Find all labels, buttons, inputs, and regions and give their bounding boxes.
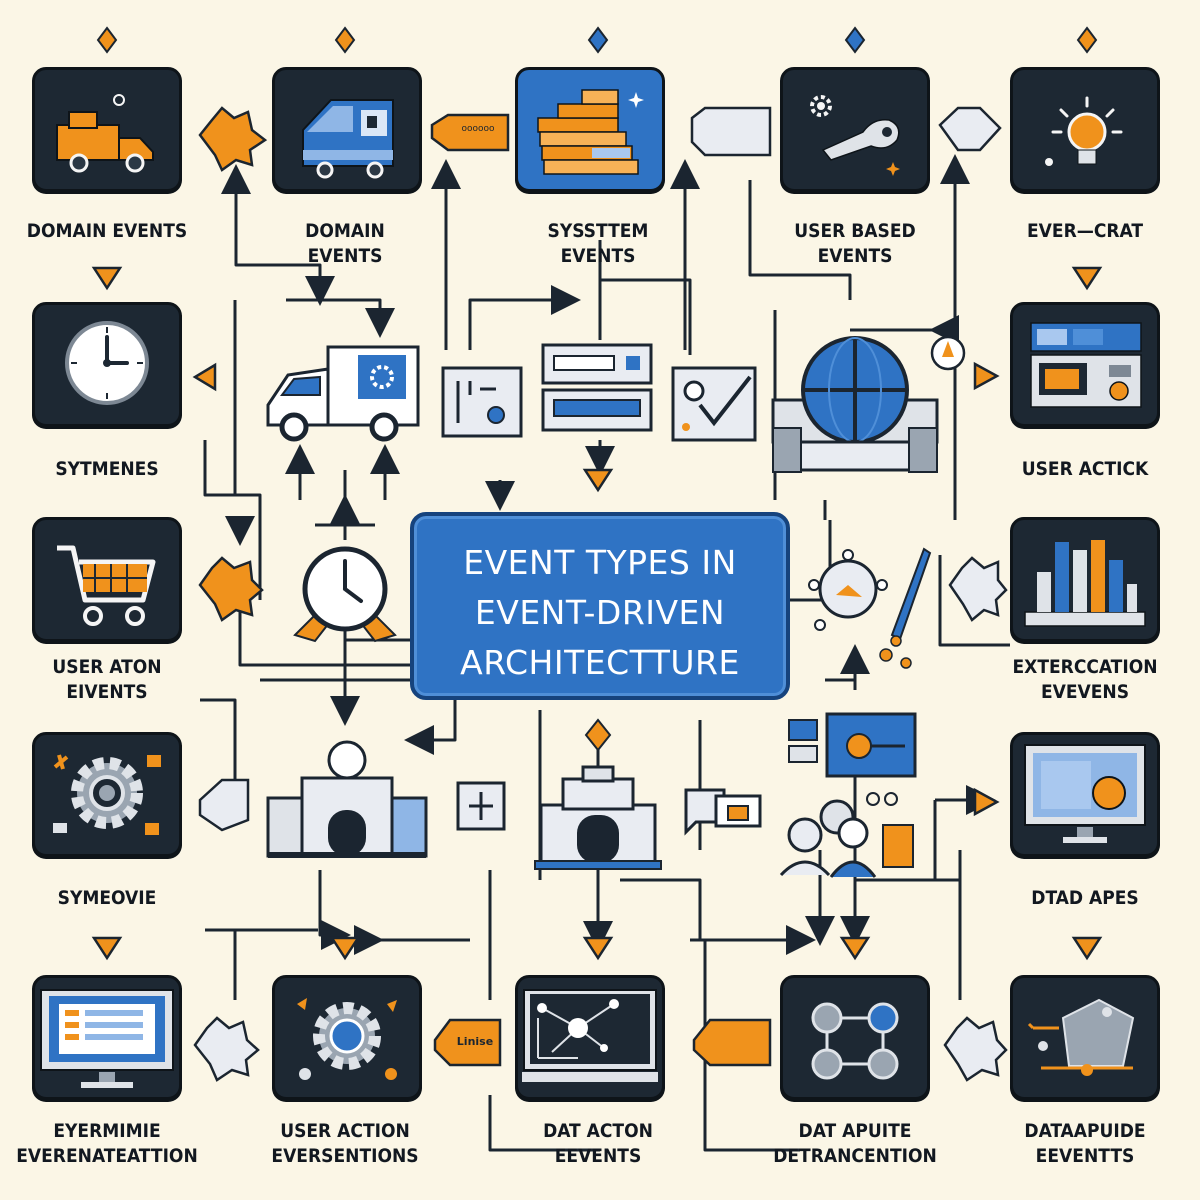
monitor-list-icon (40, 989, 174, 1088)
label-ever-crat: EVER—CRAT (1027, 220, 1143, 242)
van-icon (266, 345, 420, 442)
mini-panel-icon (456, 781, 506, 831)
panel-icon (441, 366, 523, 438)
label-sytmenes: SYTMENES (55, 458, 159, 480)
lightbulb-icon (1045, 96, 1123, 166)
center-title-box: EVENT TYPES IN EVENT-DRIVEN ARCHITECTTUR… (410, 512, 790, 700)
tile-system-events[interactable] (515, 67, 665, 192)
clock-icon (65, 321, 149, 405)
label-dtad-apes: DTAD APES (1031, 887, 1139, 909)
tile-user-action-eversentions[interactable] (272, 975, 422, 1100)
dashboard-icon (1030, 322, 1142, 408)
tag-network-icon (1027, 998, 1135, 1076)
tile-extercation-events[interactable] (1010, 517, 1160, 642)
gear-icon (53, 754, 161, 835)
stopwatch-badge-icon (293, 546, 397, 643)
tile-user-based-events[interactable] (780, 67, 930, 192)
connector-badge-label: Linise (456, 1035, 494, 1048)
shopping-cart-icon (57, 545, 156, 626)
pen-gauge-icon (808, 547, 932, 669)
connector-badge-label: oooooo (461, 124, 495, 134)
monitor-icon (1024, 744, 1146, 843)
tile-domain-events-2[interactable] (272, 67, 422, 192)
network-monitor-icon (522, 989, 658, 1082)
tile-sytmenes[interactable] (32, 302, 182, 427)
tile-dat-acton-events[interactable] (515, 975, 665, 1100)
label-user-actick: USER ACTICK (1021, 458, 1149, 480)
tile-user-aton-events[interactable] (32, 517, 182, 642)
title-line-3: ARCHITECTTURE (460, 643, 740, 682)
team-people-icon (779, 792, 914, 878)
gear-key-icon (810, 95, 900, 176)
tile-dataapuide-events[interactable] (1010, 975, 1160, 1100)
label-domain-events-1: DOMAIN EVENTS (26, 220, 188, 242)
title-line-1: EVENT TYPES IN (463, 543, 737, 582)
tile-ever-crat[interactable] (1010, 67, 1160, 192)
tile-user-actick[interactable] (1010, 302, 1160, 427)
people-network-icon (811, 1002, 899, 1080)
truck-icon (302, 99, 394, 179)
checkmark-board-icon (671, 366, 757, 442)
server-rack-icon (541, 343, 653, 432)
tile-dtad-apes[interactable] (1010, 732, 1160, 857)
toggle-cards-icon (788, 712, 917, 778)
label-symeovie: SYMEOVIE (57, 887, 157, 909)
gear-circle-icon (297, 998, 397, 1080)
globe-dome-icon (771, 336, 939, 473)
title-line-2: EVENT-DRIVEN (474, 593, 726, 632)
bar-chart-icon (1024, 540, 1146, 627)
tile-dat-apuite[interactable] (780, 975, 930, 1100)
gateway-building-icon (534, 765, 662, 870)
bank-building-icon (266, 740, 428, 858)
delivery-truck-icon (56, 94, 154, 173)
tile-domain-events-1[interactable] (32, 67, 182, 192)
chat-card-icon (684, 788, 762, 836)
server-stack-icon (537, 89, 644, 175)
compass-icon (930, 335, 966, 371)
tile-eyermimie[interactable] (32, 975, 182, 1100)
tile-symeovie[interactable] (32, 732, 182, 857)
